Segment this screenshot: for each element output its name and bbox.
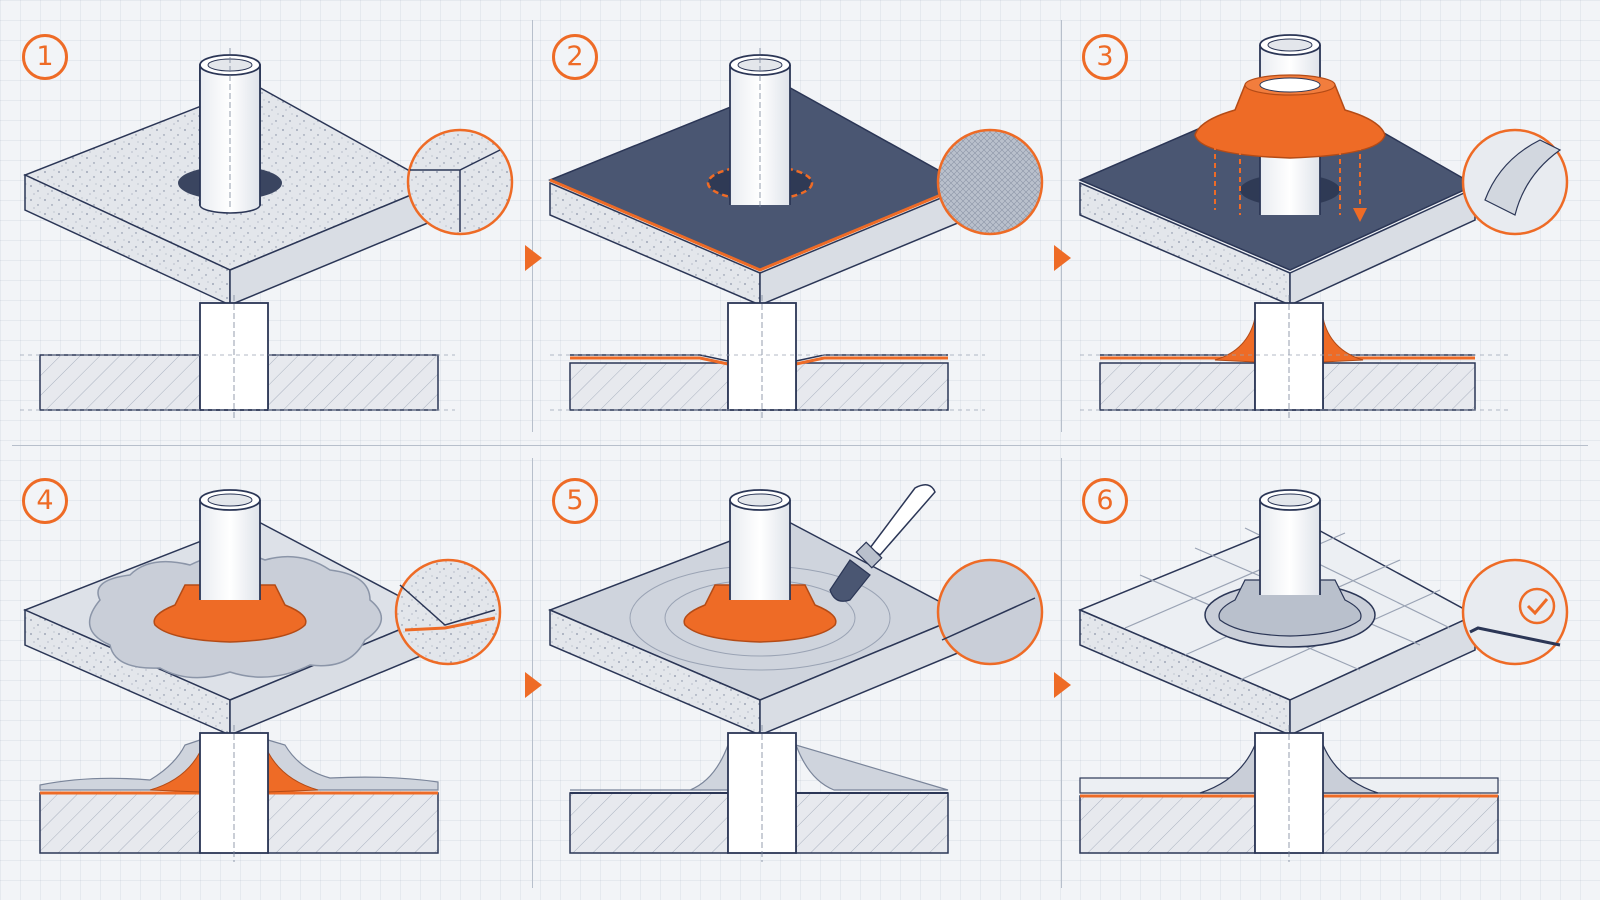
divider-vertical-1 <box>532 20 533 432</box>
step-number-badge-5: 5 <box>552 478 598 524</box>
panel-6 <box>1078 489 1569 862</box>
flashing-boot <box>1194 84 1386 159</box>
divider-vertical-2 <box>1061 20 1062 432</box>
step-number-badge-2: 2 <box>552 34 598 80</box>
panel-5 <box>548 484 1044 862</box>
panel-1 <box>20 48 514 418</box>
check-icon <box>1518 587 1556 625</box>
flow-arrow-icon <box>525 245 542 271</box>
step-number-badge-3: 3 <box>1082 34 1128 80</box>
panel-2 <box>548 48 1044 418</box>
step-number-badge-1: 1 <box>22 34 68 80</box>
step-number-badge-4: 4 <box>22 478 68 524</box>
panel-4 <box>23 489 502 862</box>
flow-arrow-icon <box>525 672 542 698</box>
detail-magnifier-5 <box>936 558 1044 666</box>
detail-magnifier-4 <box>394 558 502 666</box>
paint-brush-icon <box>829 484 936 602</box>
panel-3 <box>1078 34 1569 418</box>
step-number-badge-6: 6 <box>1082 478 1128 524</box>
divider-horizontal <box>12 445 1588 446</box>
flow-arrow-icon <box>1054 245 1071 271</box>
detail-magnifier-6 <box>1461 558 1569 666</box>
detail-magnifier-2 <box>936 128 1044 236</box>
down-arrow-icon <box>1353 208 1367 222</box>
flow-arrow-icon <box>1054 672 1071 698</box>
